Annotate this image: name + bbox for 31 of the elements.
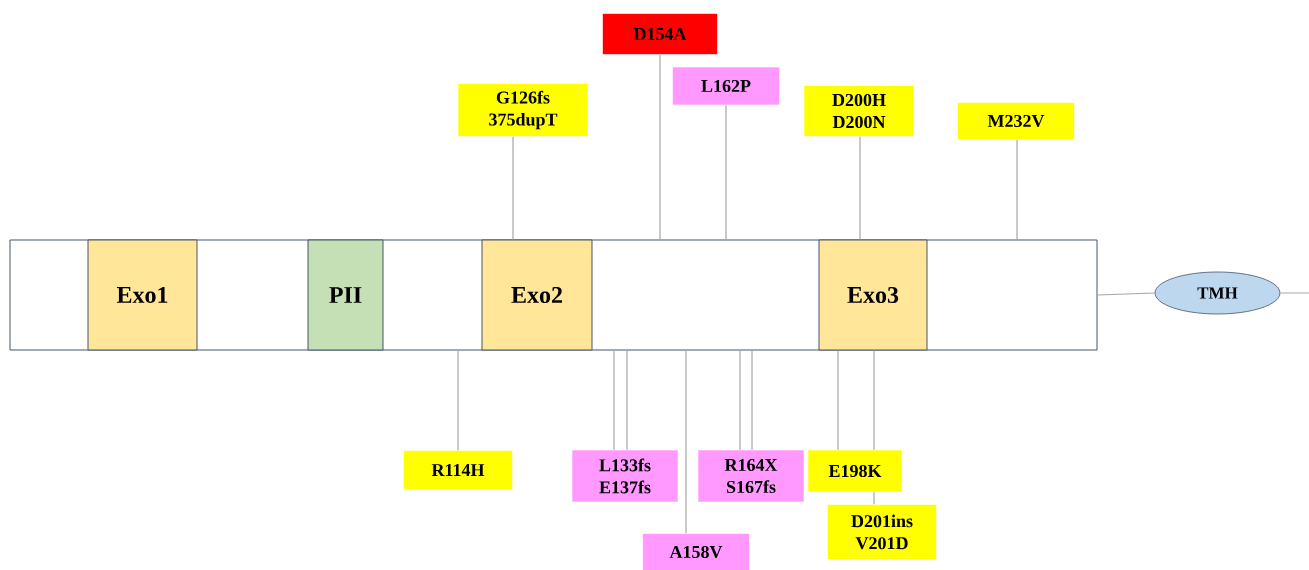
mutation-label: E198K bbox=[807, 449, 903, 493]
leader-line bbox=[512, 136, 514, 241]
domain-box: Exo3 bbox=[818, 239, 928, 351]
mutation-label: L133fs E137fs bbox=[571, 449, 679, 503]
leader-line bbox=[685, 349, 687, 534]
mutation-label: A158V bbox=[642, 533, 750, 570]
leader-line bbox=[1279, 292, 1309, 294]
leader-line bbox=[739, 349, 741, 451]
leader-line bbox=[659, 54, 661, 241]
leader-line bbox=[1016, 139, 1018, 241]
mutation-label: L162P bbox=[672, 66, 780, 106]
leader-line bbox=[837, 349, 839, 451]
domain-box: Exo2 bbox=[481, 239, 593, 351]
mutation-label: D200H D200N bbox=[803, 85, 915, 137]
mutation-label: M232V bbox=[957, 102, 1075, 140]
leader-line bbox=[873, 491, 875, 505]
leader-line bbox=[457, 349, 459, 451]
leader-line bbox=[1096, 292, 1156, 296]
mutation-label: R114H bbox=[403, 450, 513, 490]
leader-line bbox=[613, 349, 615, 451]
leader-line bbox=[751, 349, 753, 451]
mutation-label: R164X S167fs bbox=[697, 449, 805, 503]
leader-line bbox=[873, 349, 875, 451]
mutation-label: G126fs 375dupT bbox=[457, 83, 589, 137]
mutation-label: D201ins V201D bbox=[827, 504, 937, 560]
domain-box: Exo1 bbox=[87, 239, 198, 351]
mutation-label: D154A bbox=[602, 13, 718, 55]
leader-line bbox=[725, 104, 727, 241]
domain-box: PII bbox=[307, 239, 384, 351]
leader-line bbox=[626, 349, 628, 451]
leader-line bbox=[859, 136, 861, 241]
